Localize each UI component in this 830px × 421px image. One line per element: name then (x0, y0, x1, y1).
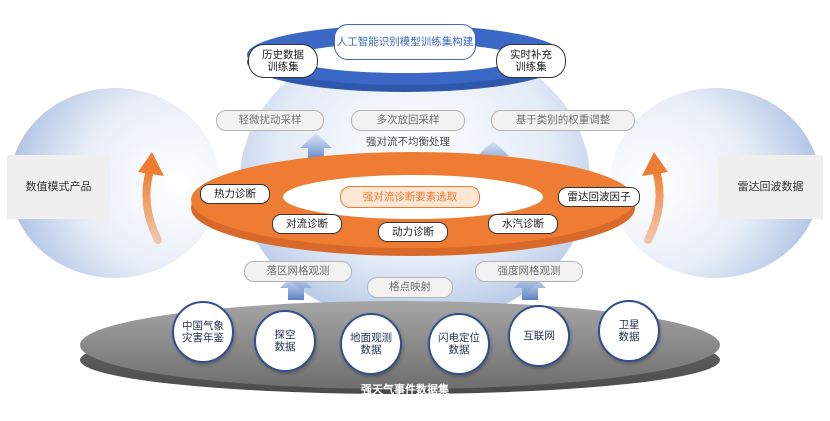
training-set-title: 人工智能识别模型训练集构建 (334, 24, 476, 60)
data-source-node: 互联网 (508, 305, 570, 367)
up-arrow-obs-right-icon (514, 272, 546, 300)
realtime-training-set: 实时补充 训练集 (496, 44, 566, 78)
diagnosis-pill: 水汽诊断 (488, 214, 558, 234)
imbalance-caption: 强对流不均衡处理 (366, 135, 450, 148)
sampling-pill: 基于类别的权重调整 (491, 110, 635, 131)
right-curve-arrow (644, 166, 664, 244)
left-curve-arrow (142, 166, 162, 244)
observation-pill: 强度网格观测 (475, 261, 583, 282)
left-sphere (10, 88, 220, 278)
up-arrow-obs-left-icon (280, 272, 312, 300)
base-dataset-label: 强天气事件数据集 (361, 382, 449, 396)
data-source-node: 中国气象 灾害年鉴 (172, 301, 234, 363)
right-sphere (610, 88, 820, 278)
data-source-node: 地面观测 数据 (340, 313, 402, 375)
diagnosis-factor-selection: 强对流诊断要素选取 (340, 186, 480, 208)
data-source-node: 闪电定位 数据 (428, 313, 490, 375)
observation-pill: 落区网格观测 (244, 261, 352, 282)
observation-pill: 格点映射 (367, 277, 453, 298)
side-box-right: 雷达回波数据 (718, 155, 823, 219)
data-source-node: 探空 数据 (254, 310, 316, 372)
data-source-node: 卫星 数据 (598, 300, 660, 362)
historical-training-set: 历史数据 训练集 (248, 44, 318, 78)
sampling-pill: 轻微扰动采样 (216, 110, 324, 131)
left-curve-arrowhead-icon (138, 152, 164, 176)
up-arrow-left-icon (300, 133, 332, 160)
diagnosis-pill: 热力诊断 (200, 184, 270, 204)
diagnosis-pill: 对流诊断 (272, 214, 342, 234)
diagnosis-pill: 雷达回波因子 (558, 187, 640, 207)
sampling-pill: 多次放回采样 (351, 110, 465, 131)
diagnosis-pill: 动力诊断 (378, 222, 448, 242)
side-box-left: 数值模式产品 (7, 155, 110, 219)
right-curve-arrowhead-icon (642, 152, 668, 176)
